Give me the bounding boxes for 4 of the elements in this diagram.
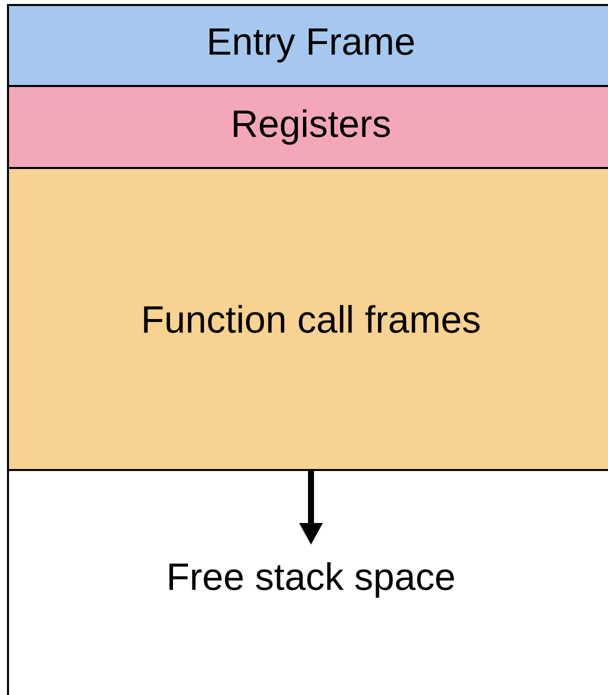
frame-band: Entry Frame (7, 4, 608, 87)
frame-band: Function call frames (7, 167, 608, 471)
free-space-area: Free stack space (7, 469, 608, 695)
frame-band: Registers (7, 85, 608, 169)
